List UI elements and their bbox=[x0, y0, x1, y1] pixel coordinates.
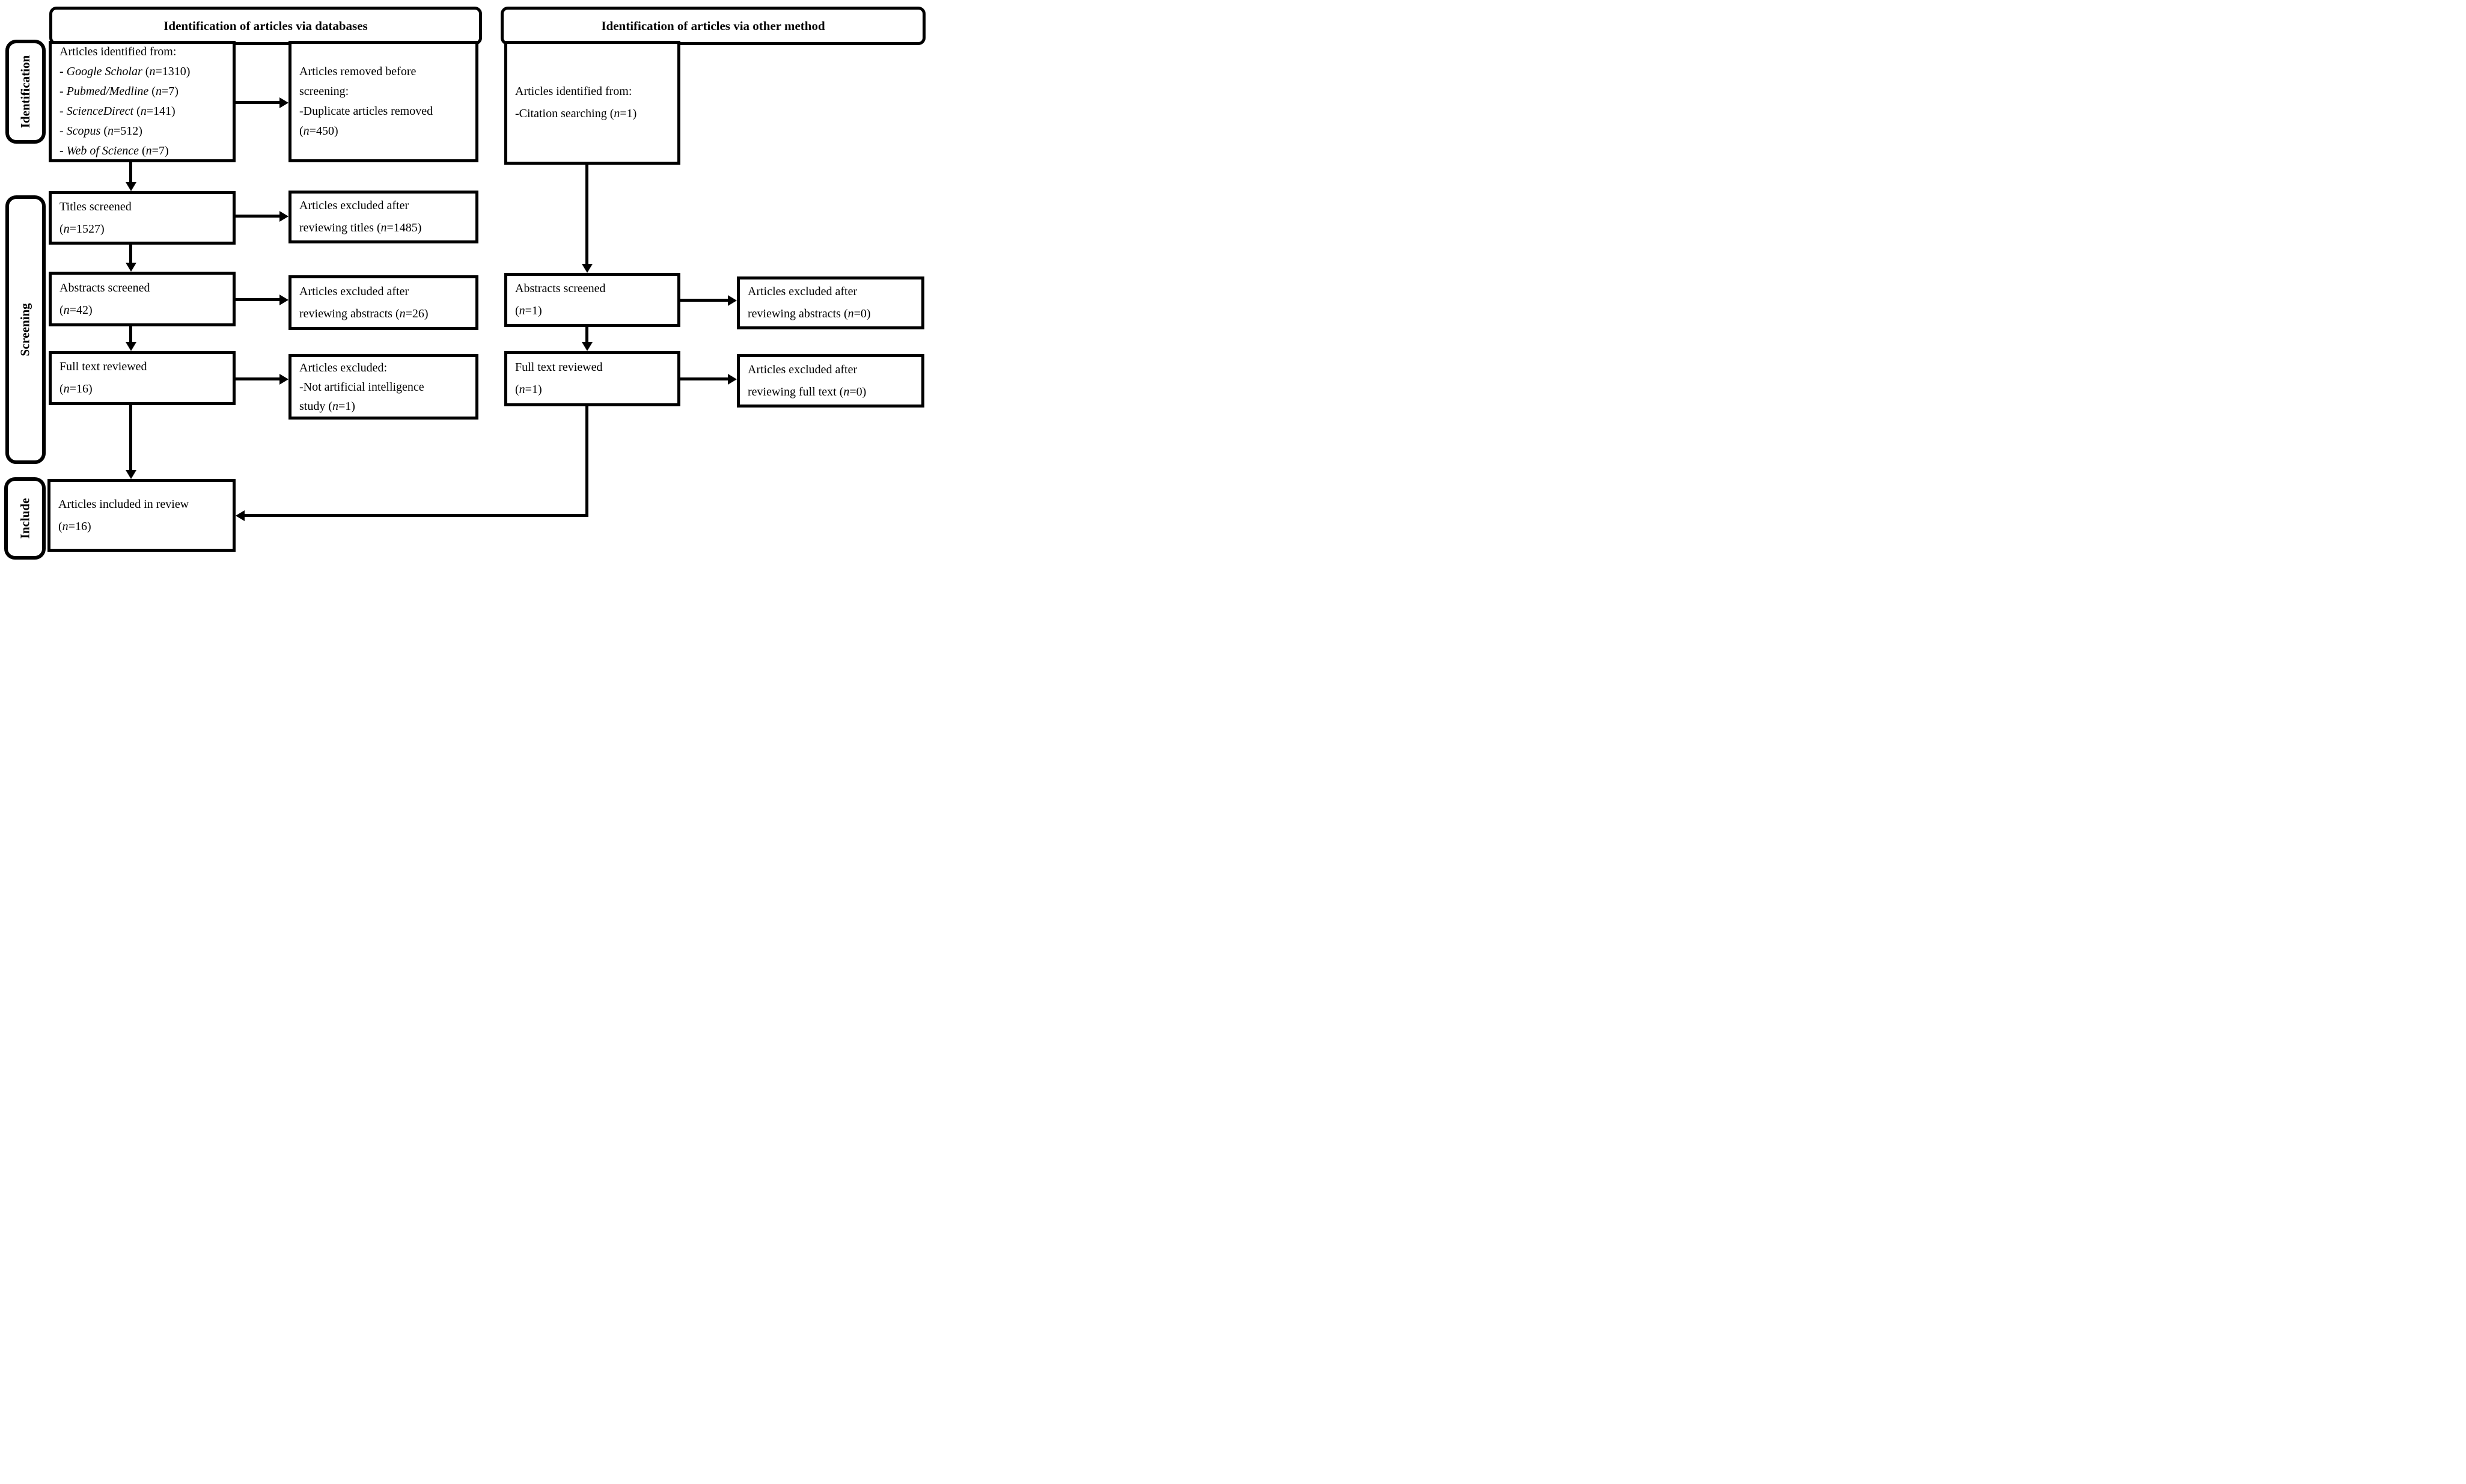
arrow-identified-to-removed bbox=[236, 101, 279, 104]
header-databases-label: Identification of articles via databases bbox=[163, 18, 368, 33]
source-item: - Pubmed/Medline (n=7) bbox=[60, 85, 179, 98]
source-item: - Web of Science (n=7) bbox=[60, 144, 169, 157]
box-line: Titles screened bbox=[60, 200, 132, 213]
box-line: screening: bbox=[299, 85, 349, 98]
box-line: reviewing titles (n=1485) bbox=[299, 221, 422, 234]
stage-bracket-screening: Screening bbox=[5, 195, 46, 464]
arrow-fulltext-other-down-segment bbox=[585, 406, 588, 517]
header-databases: Identification of articles via databases bbox=[49, 7, 482, 45]
box-line: Articles excluded after bbox=[299, 199, 409, 212]
box-articles-identified-citation: Articles identified from: -Citation sear… bbox=[504, 41, 680, 165]
arrow-fulltext-other-to-included bbox=[245, 514, 588, 517]
box-line: (n=16) bbox=[60, 382, 93, 395]
box-excluded-reviewing-fulltext-other: Articles excluded after reviewing full t… bbox=[737, 354, 924, 408]
arrow-fulltext-to-included bbox=[129, 405, 132, 470]
box-line: Abstracts screened bbox=[515, 282, 606, 295]
arrowhead-right-icon bbox=[279, 211, 288, 222]
arrow-abstracts-to-fulltext-other bbox=[585, 327, 588, 342]
box-line: (n=450) bbox=[299, 124, 338, 138]
box-line: (n=16) bbox=[58, 519, 91, 533]
arrowhead-right-icon bbox=[728, 295, 737, 306]
arrow-fulltext-to-excluded bbox=[236, 377, 279, 380]
header-other-method-label: Identification of articles via other met… bbox=[601, 18, 825, 33]
arrowhead-left-icon bbox=[236, 510, 245, 521]
source-item: - Google Scholar (n=1310) bbox=[60, 65, 191, 78]
source-item: - ScienceDirect (n=141) bbox=[60, 105, 175, 118]
arrowhead-down-icon bbox=[126, 182, 136, 191]
box-line: Articles identified from: bbox=[60, 45, 177, 58]
header-other-method: Identification of articles via other met… bbox=[501, 7, 926, 45]
box-articles-identified-databases: Articles identified from: - Google Schol… bbox=[49, 41, 236, 162]
box-line: (n=42) bbox=[60, 303, 93, 317]
arrowhead-right-icon bbox=[728, 374, 737, 385]
box-line: reviewing abstracts (n=0) bbox=[748, 307, 871, 320]
arrowhead-down-icon bbox=[126, 470, 136, 479]
box-line: Articles removed before bbox=[299, 65, 417, 78]
arrow-abstracts-other-to-excluded bbox=[680, 299, 728, 302]
box-line: (n=1) bbox=[515, 304, 542, 317]
arrow-abstracts-to-fulltext bbox=[129, 326, 132, 342]
arrowhead-down-icon bbox=[582, 264, 593, 273]
box-line: Abstracts screened bbox=[60, 281, 150, 295]
stage-label-screening: Screening bbox=[18, 303, 32, 356]
box-excluded-reviewing-abstracts-other: Articles excluded after reviewing abstra… bbox=[737, 276, 924, 329]
box-line: Articles excluded after bbox=[748, 362, 858, 376]
arrowhead-down-icon bbox=[126, 342, 136, 351]
box-line: Articles excluded: bbox=[299, 361, 388, 374]
box-titles-screened: Titles screened (n=1527) bbox=[49, 191, 236, 245]
box-line: -Citation searching (n=1) bbox=[515, 107, 637, 120]
source-item: - Scopus (n=512) bbox=[60, 124, 142, 138]
box-articles-included-in-review: Articles included in review (n=16) bbox=[47, 479, 236, 552]
box-excluded-reviewing-abstracts: Articles excluded after reviewing abstra… bbox=[288, 275, 478, 330]
box-line: -Duplicate articles removed bbox=[299, 105, 433, 118]
stage-bracket-identification: Identification bbox=[5, 40, 46, 144]
box-abstracts-screened: Abstracts screened (n=42) bbox=[49, 272, 236, 326]
box-fulltext-reviewed-other: Full text reviewed (n=1) bbox=[504, 351, 680, 406]
arrow-titles-to-abstracts bbox=[129, 245, 132, 263]
arrowhead-right-icon bbox=[279, 97, 288, 108]
box-line: -Not artificial intelligence bbox=[299, 380, 424, 394]
box-line: reviewing abstracts (n=26) bbox=[299, 307, 429, 320]
box-line: (n=1) bbox=[515, 383, 542, 396]
arrow-abstracts-to-excluded bbox=[236, 298, 279, 301]
box-line: Articles included in review bbox=[58, 497, 189, 511]
arrow-identified-to-titles bbox=[129, 162, 132, 182]
stage-bracket-include: Include bbox=[4, 477, 46, 560]
stage-label-include: Include bbox=[17, 498, 32, 539]
box-line: Articles excluded after bbox=[748, 285, 858, 298]
arrow-citation-to-abstracts bbox=[585, 165, 588, 264]
box-line: reviewing full text (n=0) bbox=[748, 385, 867, 398]
box-line: Full text reviewed bbox=[60, 360, 147, 373]
arrow-fulltext-other-to-excluded bbox=[680, 377, 728, 380]
arrowhead-right-icon bbox=[279, 295, 288, 305]
arrowhead-right-icon bbox=[279, 374, 288, 385]
arrow-titles-to-excluded bbox=[236, 215, 279, 218]
box-fulltext-reviewed: Full text reviewed (n=16) bbox=[49, 351, 236, 405]
box-line: Full text reviewed bbox=[515, 361, 603, 374]
box-abstracts-screened-other: Abstracts screened (n=1) bbox=[504, 273, 680, 327]
box-articles-removed-before-screening: Articles removed before screening: -Dupl… bbox=[288, 41, 478, 162]
box-articles-excluded-fulltext: Articles excluded: -Not artificial intel… bbox=[288, 354, 478, 420]
prisma-flow-diagram: Identification of articles via databases… bbox=[0, 0, 926, 560]
box-line: study (n=1) bbox=[299, 399, 355, 413]
box-excluded-reviewing-titles: Articles excluded after reviewing titles… bbox=[288, 191, 478, 243]
stage-label-identification: Identification bbox=[18, 55, 32, 129]
box-line: (n=1527) bbox=[60, 222, 105, 236]
arrowhead-down-icon bbox=[126, 263, 136, 272]
box-line: Articles identified from: bbox=[515, 85, 632, 98]
box-line: Articles excluded after bbox=[299, 284, 409, 298]
arrowhead-down-icon bbox=[582, 342, 593, 351]
